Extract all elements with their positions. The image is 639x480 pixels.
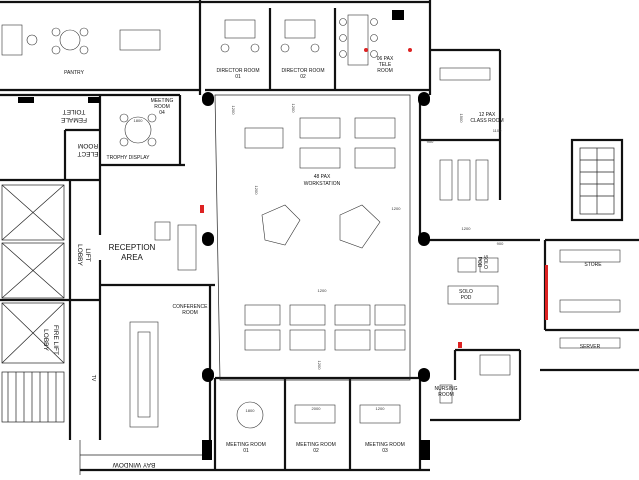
label-female-toilet-b: TOILET (63, 108, 86, 115)
label-nursing-room-a: NURSING (434, 386, 457, 392)
label-female-toilet-a: FEMALE (60, 116, 87, 123)
dim-1200-a: 1200 (231, 106, 236, 116)
label-meeting-04-b: ROOM (154, 104, 170, 110)
dim-900-a: 900 (427, 139, 434, 144)
label-trophy-display: TROPHY DISPLAY (107, 155, 151, 161)
label-solo-pod-2-b: POD (476, 257, 482, 268)
thin-lines (1, 94, 615, 475)
dim-1100: 1100 (493, 128, 502, 133)
dim-1200-d: 1200 (392, 206, 402, 211)
label-fire-lift-lobby-b: LOBBY (42, 329, 49, 351)
label-fire-lift-lobby-a: FIRE LIFT (52, 325, 59, 355)
room-labels: PANTRY DIRECTOR ROOM 01 DIRECTOR ROOM 02… (42, 56, 602, 468)
label-director-room-2-a: DIRECTOR ROOM (282, 68, 325, 74)
label-meeting-03-b: 03 (382, 448, 388, 454)
dimension-labels: 1200 1200 1200 1200 1200 1200 1200 1100 … (134, 104, 505, 413)
label-reception-b: AREA (121, 253, 143, 262)
label-solo-pod-1-b: POD (461, 295, 472, 301)
red-markers (200, 48, 548, 348)
label-solo-pod-2-a: SOLO (482, 255, 488, 269)
label-solo-pod-1-a: SOLO (459, 289, 473, 295)
label-meeting-01-a: MEETING ROOM (226, 442, 266, 448)
label-tele-room-a: 06 PAX (377, 56, 394, 62)
label-director-room-1-b: 01 (235, 74, 241, 80)
dim-1200-e: 1200 (318, 288, 328, 293)
label-class-room-a: 12 PAX (479, 112, 496, 118)
dim-900-b: 900 (497, 241, 504, 246)
dim-1200-g: 1200 (462, 226, 472, 231)
dim-2000: 2000 (312, 406, 322, 411)
label-meeting-02-b: 02 (313, 448, 319, 454)
columns (18, 10, 430, 460)
label-conference-a: CONFERENCE (172, 304, 208, 310)
dim-1200-f: 1200 (317, 361, 322, 371)
label-lift-lobby-b: LOBBY (76, 244, 83, 266)
label-conference-b: ROOM (182, 310, 198, 316)
dim-1500: 1500 (459, 114, 464, 124)
label-meeting-04-c: 04 (159, 110, 165, 116)
label-reception-a: RECEPTION (109, 243, 156, 252)
label-director-room-2-b: 02 (300, 74, 306, 80)
label-elect-room-a: ELECT (77, 150, 98, 157)
label-store: STORE (584, 262, 602, 268)
label-bay-window: BAY WINDOW (112, 461, 156, 468)
label-server: SERVER (580, 344, 601, 350)
label-tv: TV (90, 375, 96, 382)
label-elect-room-b: ROOM (78, 142, 98, 149)
label-meeting-01-b: 01 (243, 448, 249, 454)
dim-1200-h: 1200 (376, 406, 386, 411)
label-meeting-02-a: MEETING ROOM (296, 442, 336, 448)
label-nursing-room-b: ROOM (438, 392, 454, 398)
label-workstation-b: WORKSTATION (304, 181, 341, 187)
label-pantry: PANTRY (64, 70, 84, 76)
furniture (1, 14, 621, 429)
label-lift-lobby-a: LIFT (84, 248, 91, 261)
label-meeting-04-a: MEETING (151, 98, 174, 104)
label-director-room-1-a: DIRECTOR ROOM (217, 68, 260, 74)
dim-1800: 1800 (134, 118, 144, 123)
label-class-room-b: CLASS ROOM (470, 118, 503, 124)
label-tele-room-b: TELE (379, 62, 392, 68)
label-workstation-a: 48 PAX (314, 174, 331, 180)
label-tele-room-c: ROOM (377, 68, 393, 74)
dim-1800-b: 1800 (246, 408, 256, 413)
dim-1200-c: 1200 (254, 186, 259, 196)
label-meeting-03-a: MEETING ROOM (365, 442, 405, 448)
dim-1200-b: 1200 (291, 104, 296, 114)
